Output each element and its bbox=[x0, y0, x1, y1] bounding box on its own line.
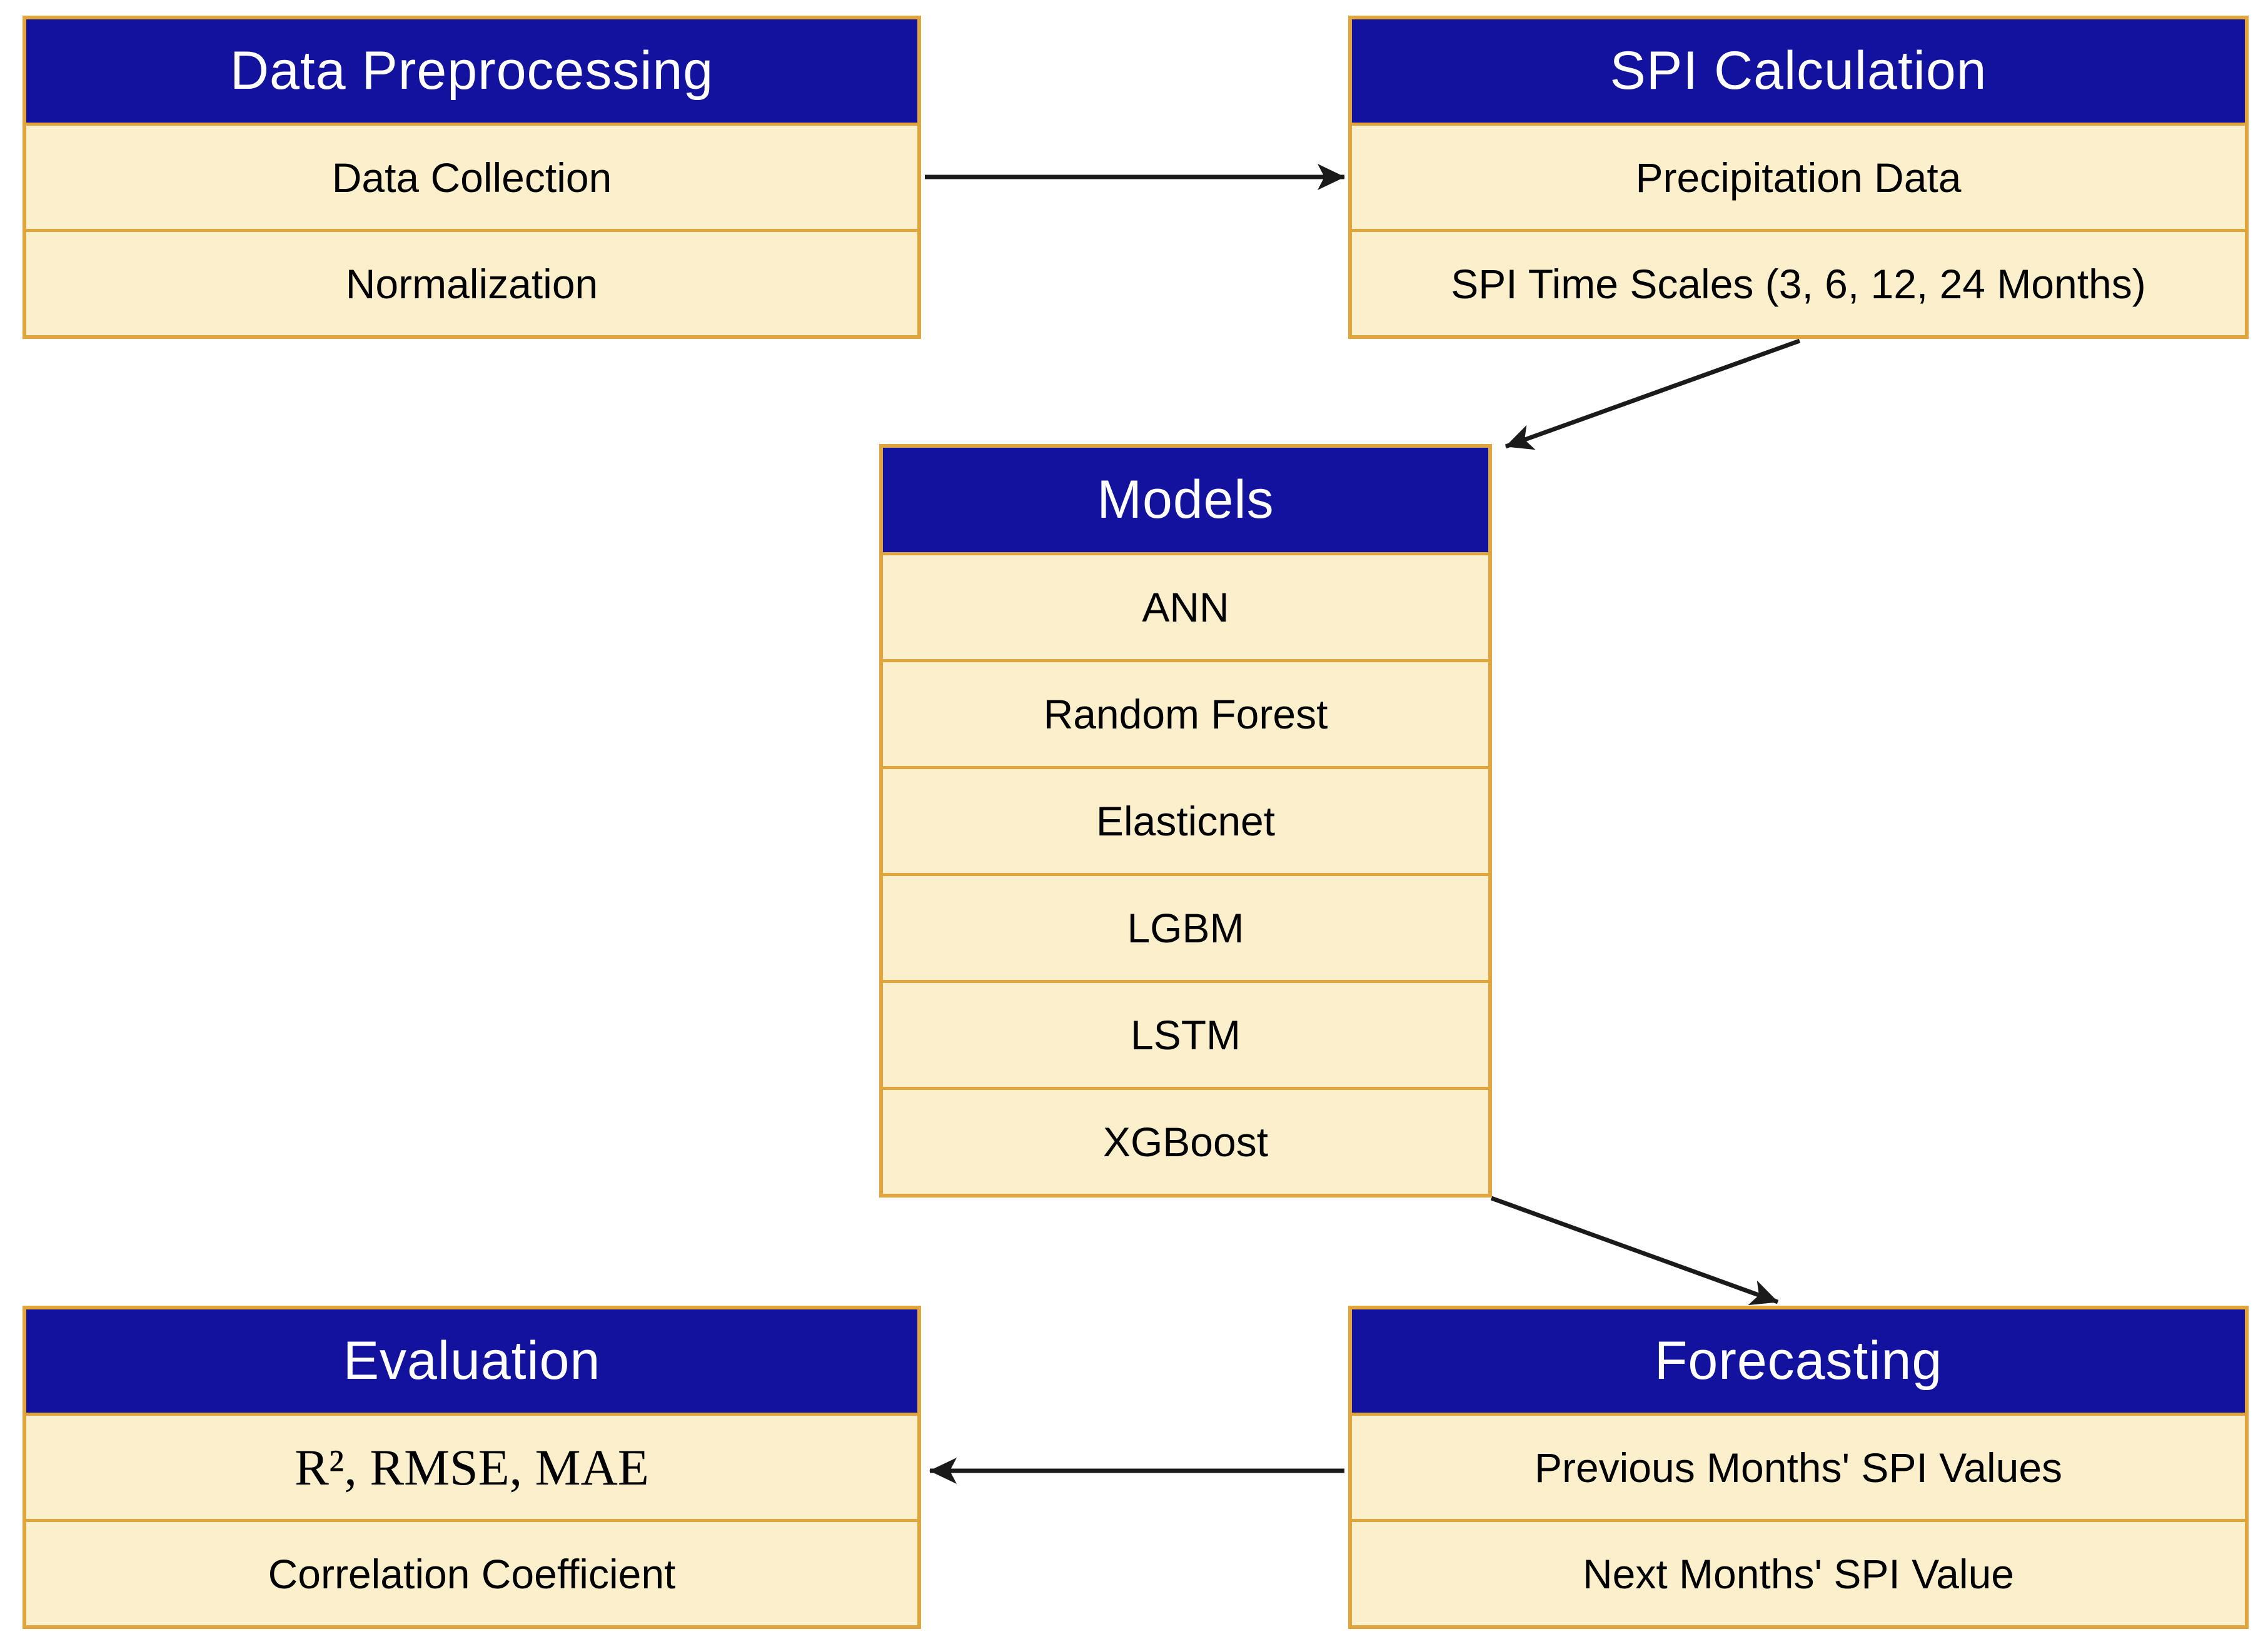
box-models-title: Models bbox=[883, 448, 1488, 552]
row-elasticnet: Elasticnet bbox=[883, 766, 1488, 873]
row-next-months-spi-value: Next Months' SPI Value bbox=[1352, 1519, 2245, 1625]
row-lgbm: LGBM bbox=[883, 873, 1488, 980]
row-normalization: Normalization bbox=[26, 229, 917, 335]
row-previous-months-spi-values: Previous Months' SPI Values bbox=[1352, 1413, 2245, 1519]
row-correlation-coefficient: Correlation Coefficient bbox=[26, 1519, 917, 1625]
box-forecasting-title: Forecasting bbox=[1352, 1309, 2245, 1413]
box-data-preprocessing-title: Data Preprocessing bbox=[26, 19, 917, 123]
box-evaluation-title: Evaluation bbox=[26, 1309, 917, 1413]
row-ann: ANN bbox=[883, 552, 1488, 659]
row-r-rmse-mae: R², RMSE, MAE bbox=[26, 1413, 917, 1519]
row-xgboost: XGBoost bbox=[883, 1087, 1488, 1194]
row-random-forest: Random Forest bbox=[883, 659, 1488, 766]
arrow-spi-calculation-to-models bbox=[1504, 338, 1801, 450]
row-data-collection: Data Collection bbox=[26, 123, 917, 229]
row-lstm: LSTM bbox=[883, 980, 1488, 1087]
arrow-models-to-forecasting bbox=[1490, 1196, 1779, 1306]
box-spi-calculation-title: SPI Calculation bbox=[1352, 19, 2245, 123]
row-precipitation-data: Precipitation Data bbox=[1352, 123, 2245, 229]
row-spi-time-scales-3-6-12-24-months: SPI Time Scales (3, 6, 12, 24 Months) bbox=[1352, 229, 2245, 335]
